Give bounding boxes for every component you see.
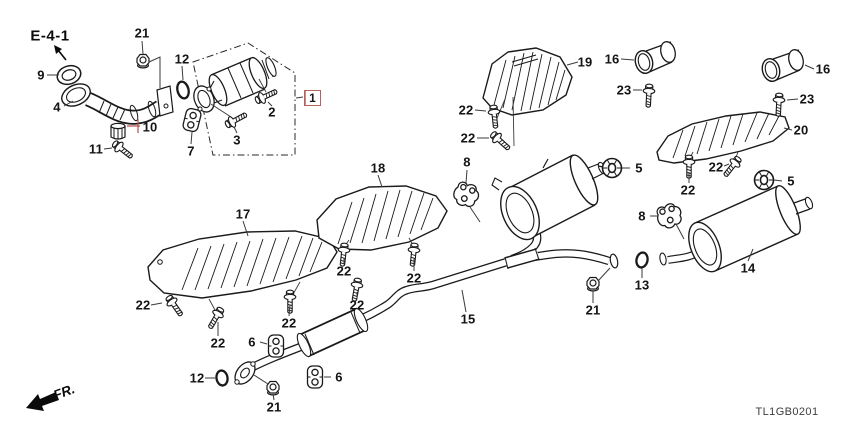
callout-part-22[interactable]: 22 — [708, 159, 724, 175]
callout-part-22[interactable]: 22 — [458, 102, 474, 118]
callout-part-3[interactable]: 3 — [233, 132, 241, 148]
callout-part-22[interactable]: 22 — [680, 182, 696, 198]
callout-part-12[interactable]: 12 — [174, 51, 190, 67]
callout-part-22[interactable]: 22 — [460, 130, 476, 146]
callout-part-22[interactable]: 22 — [210, 335, 226, 351]
callout-part-2[interactable]: 2 — [268, 104, 276, 120]
heat-shield-17-art — [147, 230, 338, 311]
diagram-code: TL1GB0201 — [755, 406, 819, 418]
callout-part-22[interactable]: 22 — [349, 297, 365, 313]
callout-part-9[interactable]: 9 — [37, 67, 45, 83]
heat-shield-20-art — [656, 111, 790, 164]
callout-part-22[interactable]: 22 — [336, 263, 352, 279]
heat-shield-19-art — [482, 47, 573, 147]
leader-lines — [47, 40, 815, 401]
callout-part-17[interactable]: 17 — [235, 206, 251, 222]
fasteners — [109, 53, 786, 396]
callout-part-22[interactable]: 22 — [406, 270, 422, 286]
callout-part-13[interactable]: 13 — [634, 277, 650, 293]
front-pipe-art — [56, 64, 174, 140]
heat-shield-18-art — [316, 185, 448, 251]
callout-part-5[interactable]: 5 — [787, 173, 795, 189]
callout-part-8[interactable]: 8 — [638, 208, 646, 224]
left-muffler-art — [491, 154, 610, 264]
callout-part-7[interactable]: 7 — [187, 143, 195, 159]
callout-part-22[interactable]: 22 — [281, 315, 297, 331]
callout-part-15[interactable]: 15 — [460, 311, 476, 327]
callout-part-10[interactable]: 10 — [142, 119, 158, 135]
callout-part-5[interactable]: 5 — [635, 160, 643, 176]
front-direction-arrow — [26, 392, 59, 411]
callout-part-12[interactable]: 12 — [189, 370, 205, 386]
callout-part-16[interactable]: 16 — [815, 61, 831, 77]
callout-part-14[interactable]: 14 — [740, 260, 756, 276]
callout-part-21[interactable]: 21 — [266, 399, 282, 415]
finisher-right-art — [761, 49, 804, 83]
callout-part-4[interactable]: 4 — [53, 99, 61, 115]
pipe-joint-art — [504, 247, 540, 270]
highlight-leader-10 — [127, 119, 140, 133]
callout-part-16[interactable]: 16 — [604, 51, 620, 67]
callout-part-6[interactable]: 6 — [335, 369, 343, 385]
section-ref-label[interactable]: E-4-1 — [30, 27, 70, 45]
center-pipe-art — [234, 249, 619, 385]
callout-part-19[interactable]: 19 — [577, 54, 593, 70]
section-ref-arrow — [54, 45, 67, 61]
callout-part-8[interactable]: 8 — [463, 154, 471, 170]
callout-part-23[interactable]: 23 — [799, 91, 815, 107]
converter-assembly-art — [192, 42, 296, 156]
callout-part-20[interactable]: 20 — [793, 122, 809, 138]
callout-part-18[interactable]: 18 — [370, 160, 386, 176]
callout-part-21[interactable]: 21 — [585, 302, 601, 318]
callout-part-23[interactable]: 23 — [616, 82, 632, 98]
callout-part-22[interactable]: 22 — [135, 297, 151, 313]
bushing-art — [110, 122, 126, 140]
callout-part-11[interactable]: 11 — [88, 141, 104, 157]
finisher-left-art — [634, 41, 676, 75]
right-muffler-art — [659, 182, 814, 273]
highlighted-part-number: 1 — [309, 91, 316, 105]
callout-part-21[interactable]: 21 — [134, 25, 150, 41]
highlighted-part-callout[interactable]: 1 — [304, 90, 321, 106]
callout-part-6[interactable]: 6 — [248, 334, 256, 350]
